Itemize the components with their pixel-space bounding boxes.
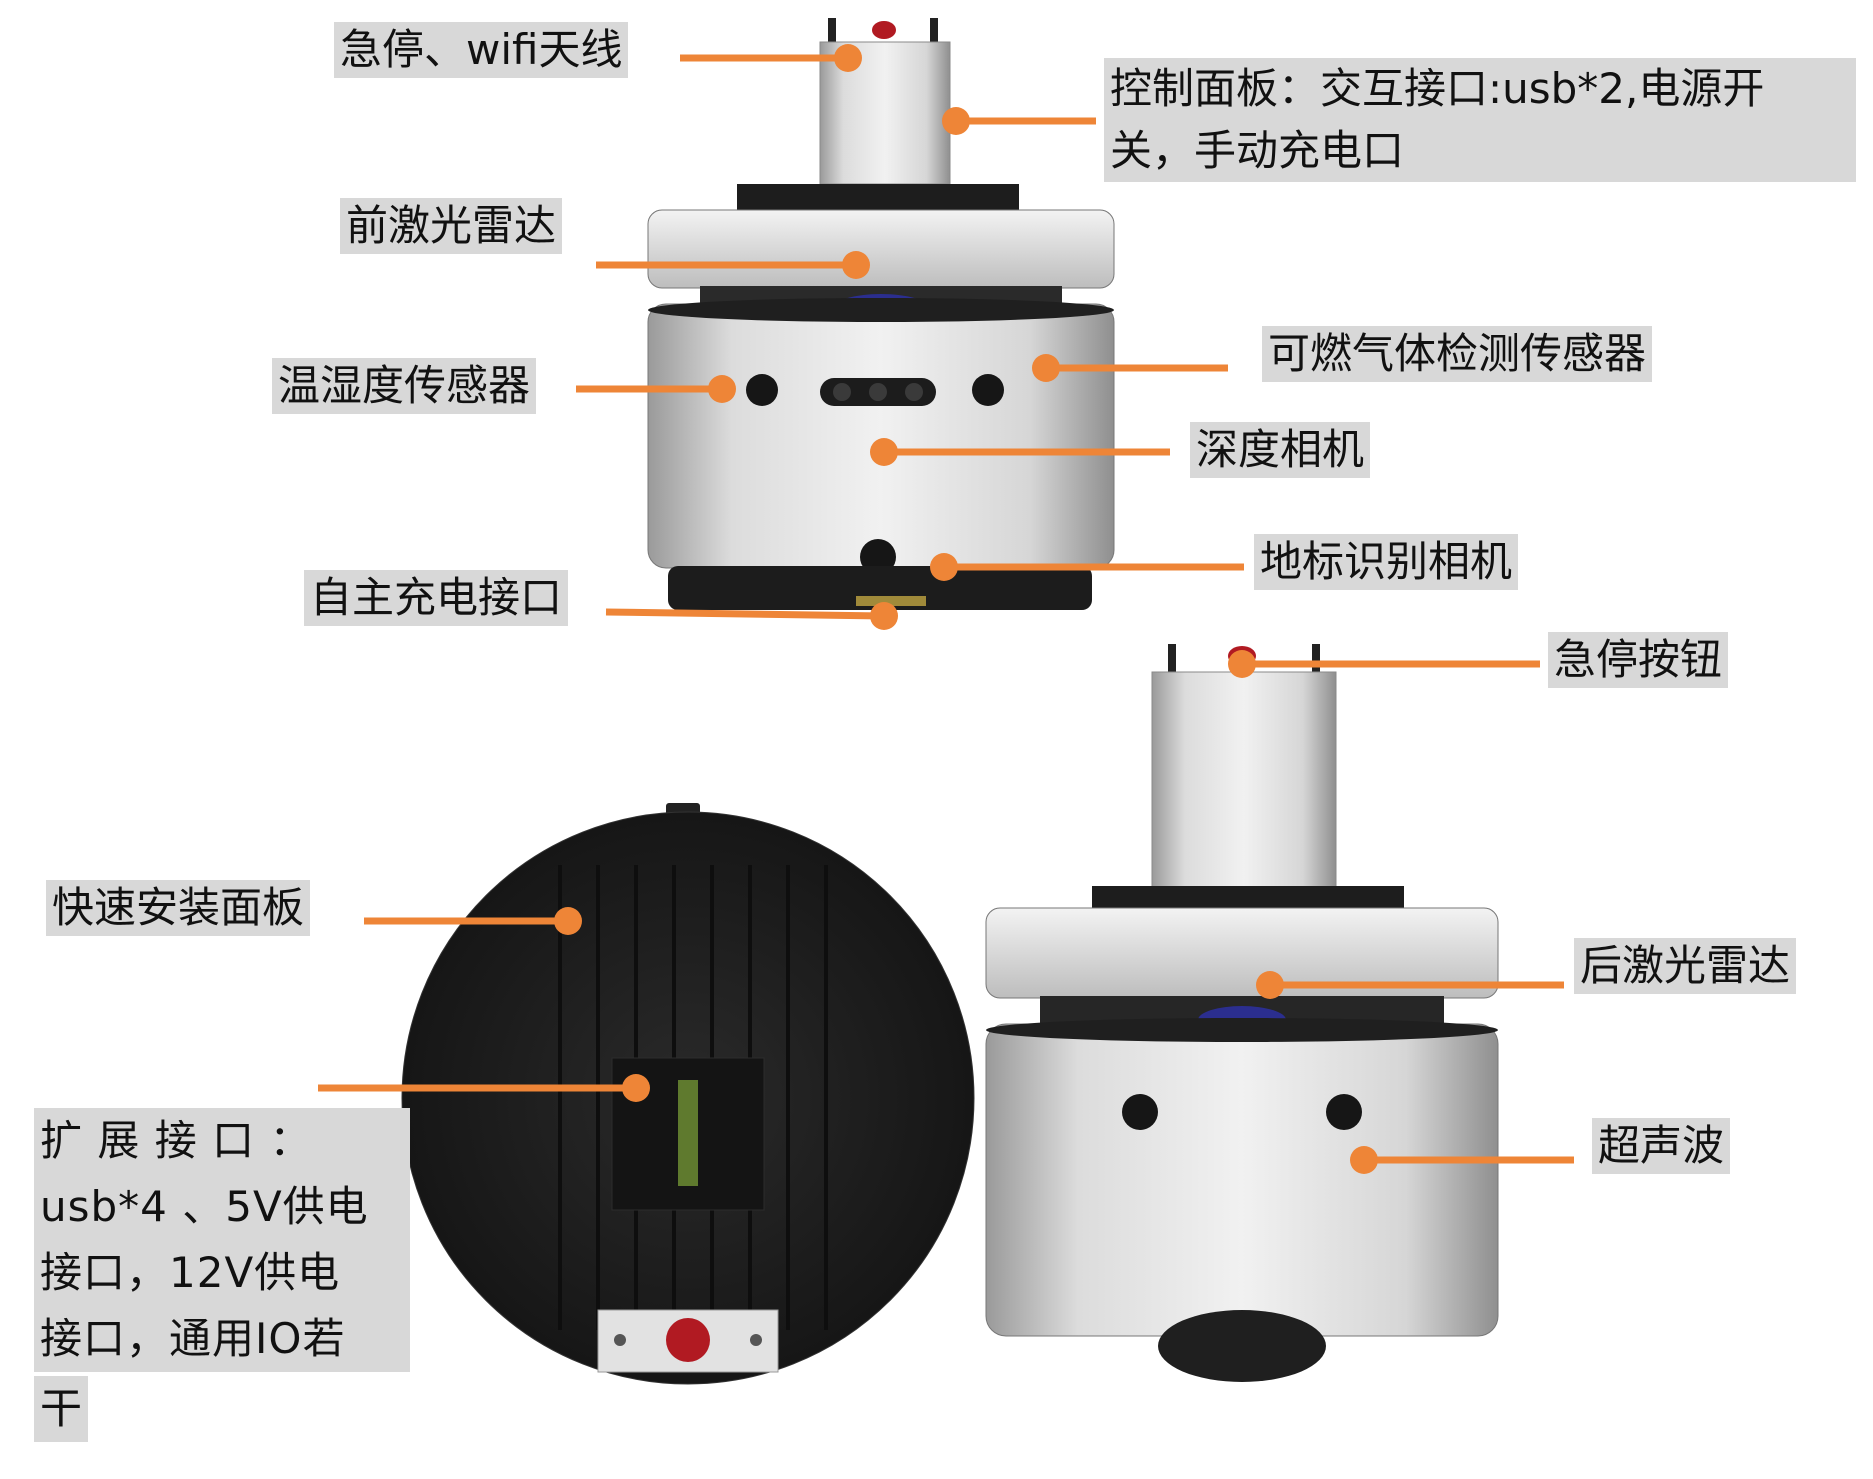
front-charge-contacts bbox=[856, 596, 926, 606]
rear-view bbox=[985, 644, 1499, 1382]
dot-depth-camera bbox=[870, 438, 898, 466]
label-ultrasonic: 超声波 bbox=[1592, 1118, 1731, 1174]
rear-body-top-edge bbox=[986, 1018, 1498, 1042]
front-antenna-right bbox=[930, 18, 938, 62]
front-view bbox=[647, 18, 1115, 610]
rear-ultrasonic-left bbox=[1122, 1094, 1158, 1130]
label-rear-lidar: 后激光雷达 bbox=[1574, 938, 1797, 994]
label-control-panel-line2: 关，手动充电口 bbox=[1110, 126, 1405, 175]
dot-rear-lidar bbox=[1256, 971, 1284, 999]
front-base bbox=[668, 566, 1092, 610]
top-estop-screw-left bbox=[614, 1334, 626, 1346]
rear-body bbox=[985, 1023, 1499, 1337]
front-body bbox=[647, 303, 1115, 569]
label-control-panel-line1: 控制面板：交互接口:usb*2,电源开 bbox=[1110, 64, 1765, 113]
label-auto-charge: 自主充电接口 bbox=[304, 570, 569, 626]
label-temp-humidity: 温湿度传感器 bbox=[272, 358, 537, 414]
label-expansion-tail: 干 bbox=[34, 1376, 89, 1442]
dot-ultrasonic bbox=[1350, 1146, 1378, 1174]
label-landmark-camera: 地标识别相机 bbox=[1254, 534, 1519, 590]
dot-auto-charge bbox=[870, 602, 898, 630]
top-view bbox=[401, 803, 975, 1385]
label-expansion-line1: 扩 展 接 口 ： bbox=[40, 1116, 313, 1165]
front-top-plate bbox=[737, 184, 1019, 214]
front-sensor-left bbox=[746, 374, 778, 406]
label-expansion-line4: 接口，通用IO若 bbox=[40, 1314, 346, 1363]
label-control-panel: 控制面板：交互接口:usb*2,电源开 关，手动充电口 bbox=[1104, 58, 1856, 182]
top-estop-screw-right bbox=[750, 1334, 762, 1346]
leader-auto-charge bbox=[605, 608, 885, 620]
label-estop-wifi: 急停、wifi天线 bbox=[334, 22, 629, 78]
front-antenna-left bbox=[828, 18, 836, 62]
dot-temp-humidity bbox=[708, 375, 736, 403]
label-expansion: 扩 展 接 口 ： usb*4 、5V供电 接口，12V供电 接口，通用IO若 bbox=[34, 1108, 410, 1372]
dot-front-lidar bbox=[842, 251, 870, 279]
rear-ultrasonic-right bbox=[1326, 1094, 1362, 1130]
dot-control-panel bbox=[942, 107, 970, 135]
top-estop-icon bbox=[666, 1318, 710, 1362]
label-depth-camera: 深度相机 bbox=[1190, 422, 1371, 478]
dot-estop-button bbox=[1228, 650, 1256, 678]
dot-quick-mount bbox=[554, 907, 582, 935]
front-estop-icon bbox=[872, 21, 896, 39]
front-depth-lens-1 bbox=[833, 383, 851, 401]
label-quick-mount: 快速安装面板 bbox=[46, 880, 311, 936]
expansion-pcb bbox=[678, 1080, 698, 1186]
label-front-lidar: 前激光雷达 bbox=[340, 198, 563, 254]
dot-expansion bbox=[622, 1074, 650, 1102]
front-depth-lens-2 bbox=[869, 383, 887, 401]
label-expansion-line2: usb*4 、5V供电 bbox=[40, 1182, 369, 1231]
rear-control-box bbox=[1151, 671, 1337, 909]
label-estop-button: 急停按钮 bbox=[1548, 632, 1729, 688]
front-lidar-band bbox=[647, 209, 1115, 289]
label-expansion-line3: 接口，12V供电 bbox=[40, 1248, 341, 1297]
dot-estop-wifi bbox=[834, 44, 862, 72]
front-sensor-right bbox=[972, 374, 1004, 406]
rear-antenna-left bbox=[1168, 644, 1176, 684]
front-depth-lens-3 bbox=[905, 383, 923, 401]
rear-wheel-base bbox=[1158, 1310, 1326, 1382]
label-gas-sensor: 可燃气体检测传感器 bbox=[1262, 326, 1653, 382]
front-body-top-edge bbox=[648, 298, 1114, 322]
leader-lines bbox=[318, 44, 1574, 1174]
dot-gas-sensor bbox=[1032, 354, 1060, 382]
dot-landmark-camera bbox=[930, 553, 958, 581]
